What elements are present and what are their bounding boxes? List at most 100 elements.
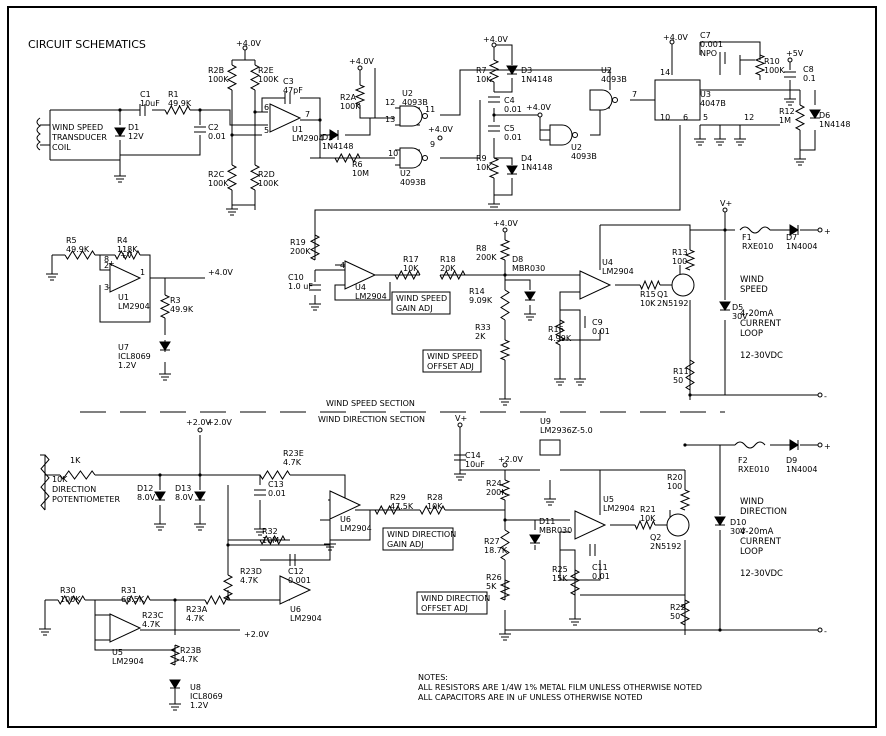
r-1k-resistor (59, 470, 96, 480)
ground-top-3 (784, 95, 796, 106)
svg-text:ALL CAPACITORS ARE IN uF UNLES: ALL CAPACITORS ARE IN uF UNLESS OTHERWIS… (418, 693, 643, 702)
f1-fuse (739, 226, 771, 234)
c1-capacitor (139, 104, 146, 116)
svg-text:ALL RESISTORS ARE 1/4W 1% META: ALL RESISTORS ARE 1/4W 1% METAL FILM UNL… (418, 683, 702, 692)
u4b-opamp (579, 270, 612, 300)
svg-text:NOTES:: NOTES: (418, 673, 448, 682)
r12-resistor (794, 104, 806, 131)
d11-diode (529, 534, 541, 544)
svg-text:+4.0V: +4.0V (349, 57, 374, 66)
d2-diode (329, 129, 339, 141)
c4-capacitor (488, 96, 500, 103)
pin-number-15: 6 (683, 113, 688, 122)
r1-resistor (164, 104, 191, 116)
pin-number-20: + (108, 259, 115, 268)
junction-15 (158, 473, 162, 477)
ground-top-7 (734, 135, 746, 146)
r4-resistor (114, 249, 141, 261)
d7-diode (789, 224, 799, 236)
pin-number-3: 1 (140, 268, 145, 277)
c12-capacitor (289, 554, 296, 566)
ground-u8 (169, 700, 181, 711)
c3-capacitor (284, 92, 291, 104)
ground-u7 (159, 370, 171, 381)
ground-dir-6 (454, 470, 466, 481)
u2b-gate (399, 147, 423, 169)
svg-text:+: + (824, 442, 831, 451)
r20-resistor (679, 489, 691, 511)
svg-text:DIRECTION: DIRECTION (52, 485, 96, 494)
svg-text:+5V: +5V (786, 49, 804, 58)
pin-number-12: 9 (430, 140, 435, 149)
rail-terminal-0 (242, 45, 248, 51)
r2a-resistor (354, 84, 366, 106)
r26-trimmer (499, 579, 511, 601)
rail-terminal-6 (787, 57, 793, 63)
c2-capacitor (194, 126, 206, 133)
pin-number-10: 13 (385, 115, 395, 124)
r8-resistor (499, 239, 511, 261)
junction-11 (718, 628, 722, 632)
u6b-opamp (279, 575, 312, 605)
r2e-resistor (249, 64, 261, 91)
potentiometer-text: 10K DIRECTION POTENTIOMETER (52, 475, 120, 504)
ground-speed-4 (499, 395, 511, 406)
r27-resistor (500, 529, 510, 561)
q1-transistor (671, 273, 695, 297)
r33-trimmer (499, 339, 511, 361)
d1-zener (114, 127, 126, 137)
c8-capacitor (784, 71, 796, 78)
svg-text:WIND SPEED: WIND SPEED (427, 352, 478, 361)
svg-text:12-30VDC: 12-30VDC (740, 569, 783, 579)
pin-number-18: 10 (660, 113, 670, 122)
rail-terminal-2 (491, 42, 497, 48)
c13-capacitor (254, 489, 266, 496)
r9-resistor (488, 157, 500, 179)
rail-terminal-10 (457, 422, 463, 428)
section-label-direction: WIND DIRECTION SECTION (318, 415, 425, 424)
u4a-opamp (344, 260, 377, 290)
pin-number-4: 2 (104, 261, 109, 270)
ground-dir-4 (499, 630, 511, 641)
pin-number-16: 7 (632, 90, 637, 99)
junction-6 (503, 273, 507, 277)
c14-capacitor (454, 454, 466, 461)
junction-3 (253, 110, 257, 114)
c11-capacitor (589, 544, 596, 556)
r2d-resistor (249, 164, 261, 191)
u8-reference (169, 679, 181, 689)
